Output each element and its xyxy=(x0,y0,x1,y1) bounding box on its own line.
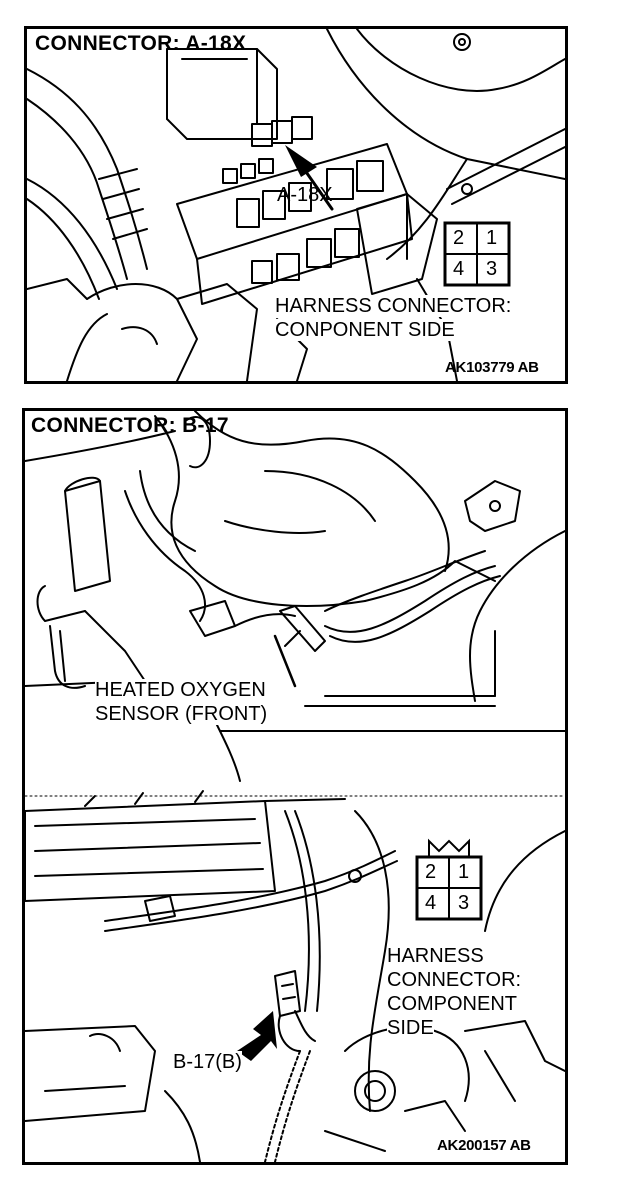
pin-4: 4 xyxy=(425,892,437,914)
harness-label-line-1: HARNESS CONNECTOR: xyxy=(275,295,512,317)
harness-label-line-2: CONPONENT SIDE xyxy=(275,319,455,341)
connector-a18x-panel: CONNECTOR: A-18X A-18X 2 1 4 3 HARNESS C… xyxy=(24,26,568,384)
engine-bay-illustration-a xyxy=(27,29,565,381)
pin-1: 1 xyxy=(458,861,470,883)
figure-code-b: AK200157 AB xyxy=(437,1137,531,1154)
pin-3: 3 xyxy=(486,258,498,280)
connector-b17-panel: CONNECTOR: B-17 HEATED OXYGEN SENSOR (FR… xyxy=(22,408,568,1165)
harness-label-line-2: CONNECTOR: xyxy=(387,969,522,991)
harness-label-line-4: SIDE xyxy=(387,1017,434,1039)
sensor-label-line-1: HEATED OXYGEN xyxy=(95,679,266,701)
panel-b-title: CONNECTOR: B-17 xyxy=(31,414,229,437)
harness-label-line-3: COMPONENT xyxy=(387,993,517,1015)
pin-layout-b xyxy=(415,838,483,921)
panel-a-title: CONNECTOR: A-18X xyxy=(35,32,247,55)
pin-1: 1 xyxy=(486,227,498,249)
figure-code-a: AK103779 AB xyxy=(445,359,539,376)
pin-3: 3 xyxy=(458,892,470,914)
engine-bay-illustration-b xyxy=(25,411,565,1162)
b17-callout-label: B-17(B) xyxy=(173,1051,242,1073)
a18x-callout-label: A-18X xyxy=(277,184,333,206)
pin-4: 4 xyxy=(453,258,465,280)
sensor-label-line-2: SENSOR (FRONT) xyxy=(95,703,268,725)
pin-2: 2 xyxy=(453,227,465,249)
pin-layout-a xyxy=(443,221,511,287)
harness-label-line-1: HARNESS xyxy=(387,945,484,967)
pin-2: 2 xyxy=(425,861,437,883)
